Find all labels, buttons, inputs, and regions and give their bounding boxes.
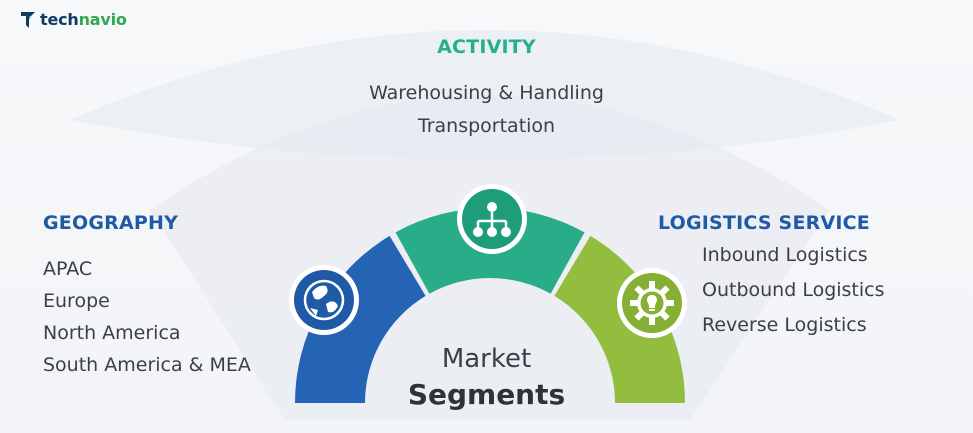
activity-list: Warehousing & Handling Transportation	[0, 80, 973, 146]
logistics-service-list: Inbound Logistics Outbound Logistics Rev…	[702, 241, 885, 346]
list-item: APAC	[43, 258, 93, 280]
center-label-market: Market	[441, 344, 532, 374]
center-label-segments: Segments	[407, 378, 566, 411]
org-chart-icon	[457, 184, 527, 254]
list-item: Reverse Logistics	[702, 314, 867, 336]
logistics-arc-segment	[554, 235, 685, 403]
globe-icon	[289, 265, 359, 335]
logistics-service-title: LOGISTICS SERVICE	[658, 212, 870, 234]
geography-arc-segment	[295, 235, 426, 403]
list-item: Warehousing & Handling	[369, 82, 604, 104]
brand-name: technavio	[40, 10, 127, 29]
geography-list: APAC Europe North America South America …	[43, 255, 251, 383]
list-item: Transportation	[417, 115, 556, 137]
list-item: South America & MEA	[43, 354, 251, 376]
list-item: Outbound Logistics	[702, 279, 885, 301]
list-item: Inbound Logistics	[702, 244, 868, 266]
brand-name-part2: navio	[78, 10, 127, 29]
list-item: Europe	[43, 290, 110, 312]
geography-title: GEOGRAPHY	[43, 212, 179, 234]
list-item: North America	[43, 322, 181, 344]
technavio-logo-icon	[21, 11, 35, 28]
activity-title: ACTIVITY	[437, 36, 536, 58]
brand-name-part1: tech	[40, 10, 79, 29]
technavio-logo[interactable]: technavio	[20, 10, 127, 29]
gear-bulb-icon	[617, 268, 687, 338]
background-lens	[70, 30, 900, 160]
